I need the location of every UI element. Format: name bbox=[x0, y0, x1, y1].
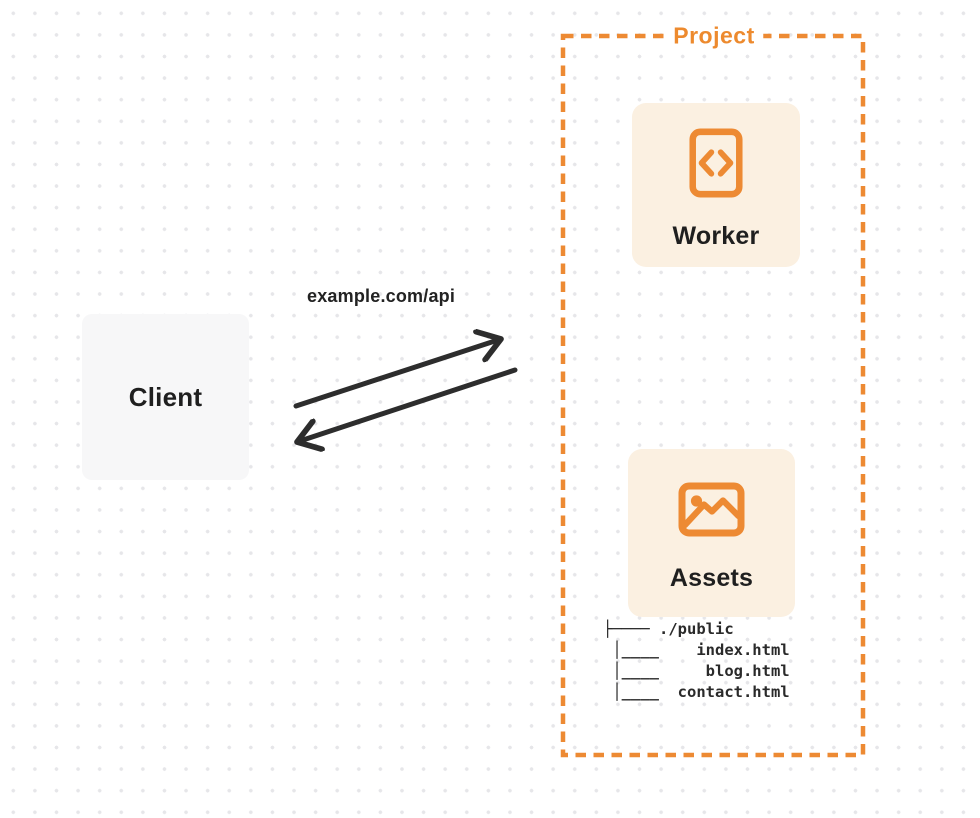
code-file-icon bbox=[689, 128, 743, 198]
worker-label: Worker bbox=[672, 222, 760, 250]
client-label: Client bbox=[128, 381, 203, 412]
worker-node: Worker bbox=[632, 103, 800, 267]
project-label: Project bbox=[664, 20, 764, 52]
request-url-label: example.com/api bbox=[307, 286, 456, 306]
assets-label: Assets bbox=[669, 564, 754, 592]
assets-node: Assets bbox=[628, 449, 795, 617]
response-arrow bbox=[297, 367, 518, 442]
file-tree: ├──── ./public │____ index.html │____ bl… bbox=[603, 620, 790, 701]
client-node: Client bbox=[82, 314, 249, 480]
request-arrow bbox=[293, 339, 501, 409]
image-icon bbox=[678, 482, 745, 537]
